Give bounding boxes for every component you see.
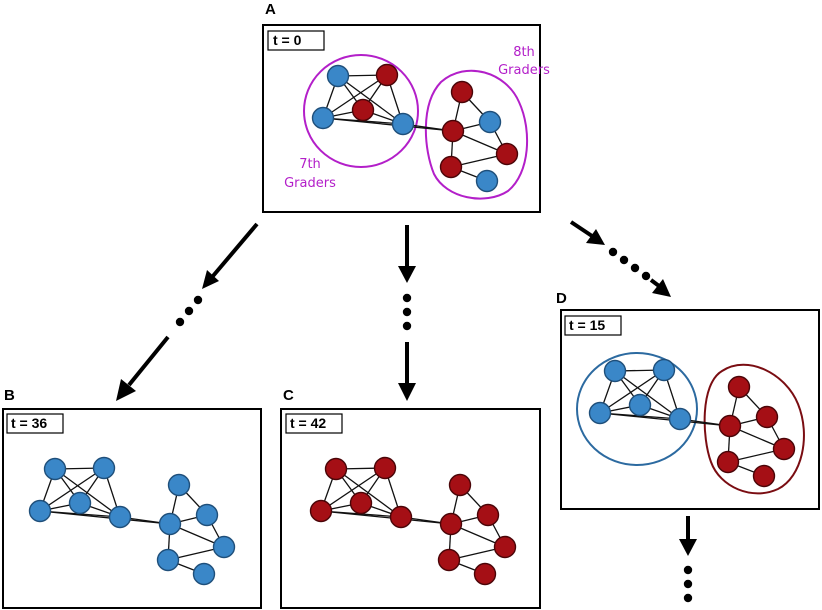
node-d-4 (668, 407, 692, 431)
node-c-8 (493, 535, 517, 559)
panel-c-time-box (285, 413, 343, 434)
node-b-1 (92, 456, 116, 480)
node-c-7 (439, 512, 463, 536)
panel-a-letter: A (265, 1, 276, 18)
panel-b-time-box (6, 413, 64, 434)
panel-d-time: t = 15 (569, 317, 605, 333)
node-d-5 (727, 375, 751, 399)
node-b-0 (43, 457, 67, 481)
node-c-0 (324, 457, 348, 481)
edge-d-11 (599, 412, 731, 427)
group-label-8th-line1: 8th (513, 45, 535, 60)
node-b-3 (28, 499, 52, 523)
edge-a-11 (322, 117, 454, 132)
group-outline-8th (424, 69, 528, 200)
node-a-5 (450, 80, 474, 104)
network-panel-b (28, 456, 236, 586)
node-c-6 (476, 503, 500, 527)
panel-b-time: t = 36 (11, 415, 47, 431)
edge-a-5 (322, 74, 388, 119)
panel-d-letter: D (556, 290, 567, 307)
network-panel-a (311, 63, 519, 193)
node-a-3 (311, 106, 335, 130)
node-c-10 (473, 562, 497, 586)
group-label-8th: 8th Graders (498, 45, 550, 78)
edge-d-5 (599, 369, 665, 414)
node-d-2 (628, 393, 652, 417)
node-c-9 (437, 548, 461, 572)
node-b-9 (156, 548, 180, 572)
panel-d-time-box (564, 315, 622, 336)
group-label-7th-line1: 7th (299, 157, 321, 172)
arrow-a-to-d (569, 220, 671, 297)
node-a-1 (375, 63, 399, 87)
group-label-8th-line2: Graders (498, 63, 550, 78)
node-c-3 (309, 499, 333, 523)
node-d-6 (755, 405, 779, 429)
edge-c-11 (320, 510, 452, 525)
node-b-10 (192, 562, 216, 586)
arrow-d-continuation (679, 516, 697, 603)
node-b-2 (68, 491, 92, 515)
node-d-1 (652, 358, 676, 382)
group-label-7th-line2: Graders (284, 176, 336, 191)
group-label-7th: 7th Graders (284, 157, 336, 191)
network-panel-c (309, 456, 517, 586)
node-b-8 (212, 535, 236, 559)
node-b-5 (167, 473, 191, 497)
arrow-a-to-c (398, 225, 416, 401)
panel-a-time: t = 0 (273, 32, 302, 48)
node-d-10 (752, 464, 776, 488)
group-outline-7th (303, 54, 419, 168)
arrow-a-to-b (116, 222, 259, 401)
edge-b-11 (39, 510, 171, 525)
group-outline-d-blue (576, 352, 698, 466)
node-d-9 (716, 450, 740, 474)
panel-c-time: t = 42 (290, 415, 326, 431)
node-b-7 (158, 512, 182, 536)
node-c-5 (448, 473, 472, 497)
node-b-6 (195, 503, 219, 527)
node-d-0 (603, 359, 627, 383)
node-a-2 (351, 98, 375, 122)
panel-a-time-box (267, 30, 325, 51)
panel-b-letter: B (4, 387, 15, 404)
node-c-1 (373, 456, 397, 480)
node-d-7 (718, 414, 742, 438)
node-a-6 (478, 110, 502, 134)
edge-c-5 (320, 467, 386, 512)
node-a-7 (441, 119, 465, 143)
network-panel-d (588, 358, 796, 488)
node-d-8 (772, 437, 796, 461)
node-a-0 (326, 64, 350, 88)
node-a-4 (391, 112, 415, 136)
group-outline-d-red (703, 363, 805, 495)
node-c-2 (349, 491, 373, 515)
node-c-4 (389, 505, 413, 529)
node-a-9 (439, 155, 463, 179)
panel-c-letter: C (283, 387, 294, 404)
node-a-8 (495, 142, 519, 166)
edge-b-5 (39, 467, 105, 512)
node-b-4 (108, 505, 132, 529)
node-a-10 (475, 169, 499, 193)
node-d-3 (588, 401, 612, 425)
